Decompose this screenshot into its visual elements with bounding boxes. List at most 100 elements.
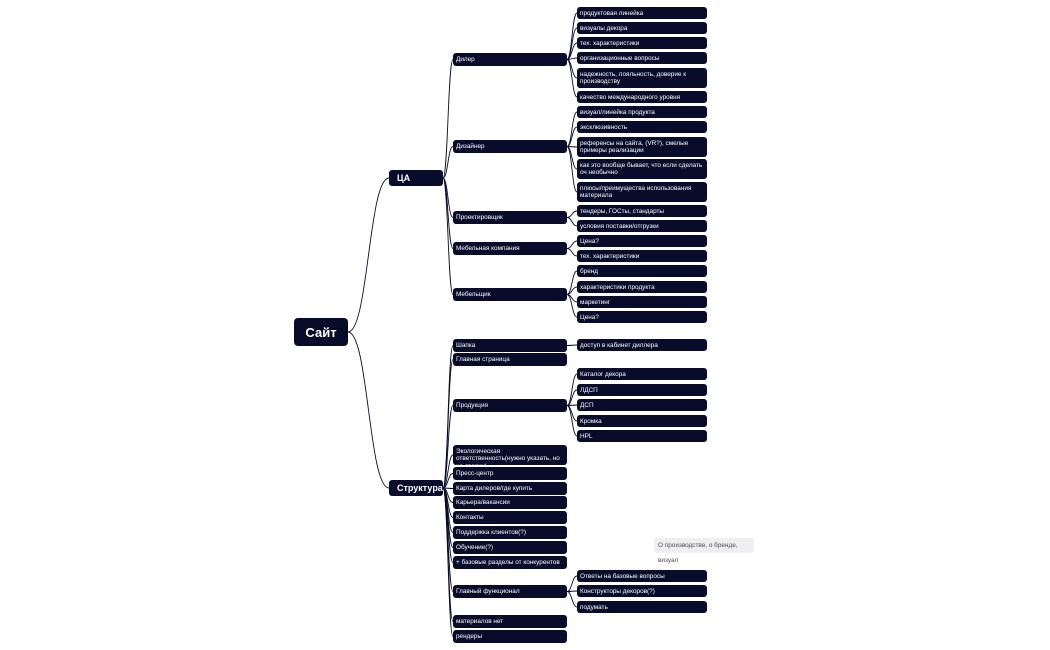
leaf-node[interactable]: надежность, лояльность, доверие к произв… [577, 68, 707, 88]
connector-line [566, 146, 578, 193]
connector-line [347, 177, 390, 333]
node-dizayner[interactable]: Дизайнер [453, 140, 567, 153]
leaf-node[interactable]: Конструкторы декоров(?) [577, 585, 707, 597]
node-diler[interactable]: Дилер [453, 53, 567, 66]
node-karta-dilerov[interactable]: Карта дилеров/где купить [453, 482, 567, 495]
branch-node-structure[interactable]: Структура [389, 480, 443, 496]
connector-line [442, 146, 454, 179]
node-produkciya[interactable]: Продукция [453, 399, 567, 412]
connector-line [566, 404, 578, 406]
node-mebelnaya-kompaniya[interactable]: Мебельная компания [453, 242, 567, 255]
connector-line [566, 217, 578, 227]
connector-line [442, 487, 454, 563]
leaf-node[interactable]: ЛДСП [577, 384, 707, 396]
connector-line [566, 59, 578, 79]
node-materialov-net[interactable]: материалов нет [453, 615, 567, 628]
leaf-node[interactable]: организационные вопросы [577, 52, 707, 64]
connector-line [566, 248, 578, 257]
node-glavnaya-stranica[interactable]: Главная страница [453, 353, 567, 366]
leaf-node[interactable]: Кромка [577, 415, 707, 427]
connector-line [442, 405, 454, 489]
node-glavnyj-funkcional[interactable]: Главный функционал [453, 585, 567, 598]
leaf-node[interactable]: маркетинг [577, 296, 707, 308]
leaf-node[interactable]: Каталог декора [577, 368, 707, 380]
connector-line [566, 27, 578, 60]
connector-line [566, 210, 578, 218]
connector-line [566, 575, 578, 592]
node-rendery[interactable]: рендеры [453, 630, 567, 643]
connector-line [442, 177, 454, 295]
connector-line [442, 487, 454, 489]
connector-line [442, 487, 454, 548]
connector-line [566, 405, 578, 422]
connector-line [566, 373, 578, 406]
connector-line [566, 146, 578, 170]
connector-line [566, 57, 578, 60]
connector-line [566, 405, 578, 437]
connector-line [566, 59, 578, 98]
connector-line [566, 111, 578, 147]
connector-line [566, 146, 578, 148]
leaf-node[interactable]: плюсы/преимущества использования материа… [577, 182, 707, 202]
leaf-node[interactable]: подумать [577, 601, 707, 613]
leaf-node[interactable]: тендеры, ГОСты, стандарты [577, 205, 707, 217]
node-mebelshik[interactable]: Мебельщик [453, 288, 567, 301]
connector-line [442, 59, 454, 179]
sticky-note[interactable]: О производстве, о бренде, визуал [654, 538, 754, 564]
leaf-node[interactable]: тех. характеристики [577, 37, 707, 49]
leaf-node[interactable]: Цена? [577, 235, 707, 247]
connector-line [566, 344, 578, 346]
connector-line [442, 487, 454, 518]
mindmap-root-node[interactable]: Сайт [294, 318, 348, 346]
connector-line [442, 487, 454, 533]
leaf-node[interactable]: ДСП [577, 399, 707, 411]
node-proektirovshik[interactable]: Проектировщик [453, 211, 567, 224]
leaf-node[interactable]: референсы на сайта, (VR?), смелые пример… [577, 137, 707, 157]
node-shapka[interactable]: Шапка [453, 339, 567, 352]
connector-line [566, 42, 578, 60]
node-kontakty[interactable]: Контакты [453, 511, 567, 524]
leaf-node[interactable]: доступ в кабинет диллера [577, 339, 707, 351]
connector-line [442, 454, 454, 489]
node-bazovye-razdely[interactable]: + базовые разделы от конкурентов [453, 556, 567, 569]
leaf-node[interactable]: тех. характеристики [577, 250, 707, 262]
connector-line [442, 473, 454, 489]
leaf-node[interactable]: визуал/линейка продукта [577, 106, 707, 118]
connector-line [442, 487, 454, 503]
branch-node-ca[interactable]: ЦА [389, 170, 443, 186]
connector-line [442, 487, 454, 592]
leaf-node[interactable]: Цена? [577, 311, 707, 323]
connector-line [442, 487, 454, 637]
connector-line [566, 294, 578, 303]
connector-line [566, 270, 578, 295]
connector-line [442, 487, 454, 622]
connector-line [442, 177, 454, 218]
leaf-node[interactable]: Ответы на базовые вопросы [577, 570, 707, 582]
leaf-node[interactable]: бренд [577, 265, 707, 277]
node-eko-otvetstvennost[interactable]: Экологическая ответственность(нужно указ… [453, 445, 567, 465]
connector-line [442, 345, 454, 489]
leaf-node[interactable]: эксклюзивность [577, 121, 707, 133]
connector-line [566, 286, 578, 295]
connector-line [566, 591, 578, 608]
node-press-centr[interactable]: Пресс-центр [453, 467, 567, 480]
connector-line [566, 126, 578, 147]
leaf-node[interactable]: продуктовая линейка [577, 7, 707, 19]
leaf-node[interactable]: визуалы декора [577, 22, 707, 34]
connector-line [442, 177, 454, 249]
leaf-node[interactable]: характеристики продукта [577, 281, 707, 293]
connector-line [566, 590, 578, 592]
node-kariera[interactable]: Карьера/вакансии [453, 496, 567, 509]
node-obuchenie[interactable]: Обучение(?) [453, 541, 567, 554]
connector-line [442, 359, 454, 489]
connector-line [566, 294, 578, 318]
connector-line [566, 240, 578, 249]
connector-line [566, 12, 578, 60]
connector-line [347, 331, 390, 489]
leaf-node[interactable]: условия поставки/отгрузки [577, 220, 707, 232]
connector-line [566, 389, 578, 406]
leaf-node[interactable]: как это вообще бывает, что если сделать … [577, 159, 707, 179]
leaf-node[interactable]: HPL [577, 430, 707, 442]
leaf-node[interactable]: качество международного уровня [577, 91, 707, 103]
node-podderzhka[interactable]: Поддержка клиентов(?) [453, 526, 567, 539]
